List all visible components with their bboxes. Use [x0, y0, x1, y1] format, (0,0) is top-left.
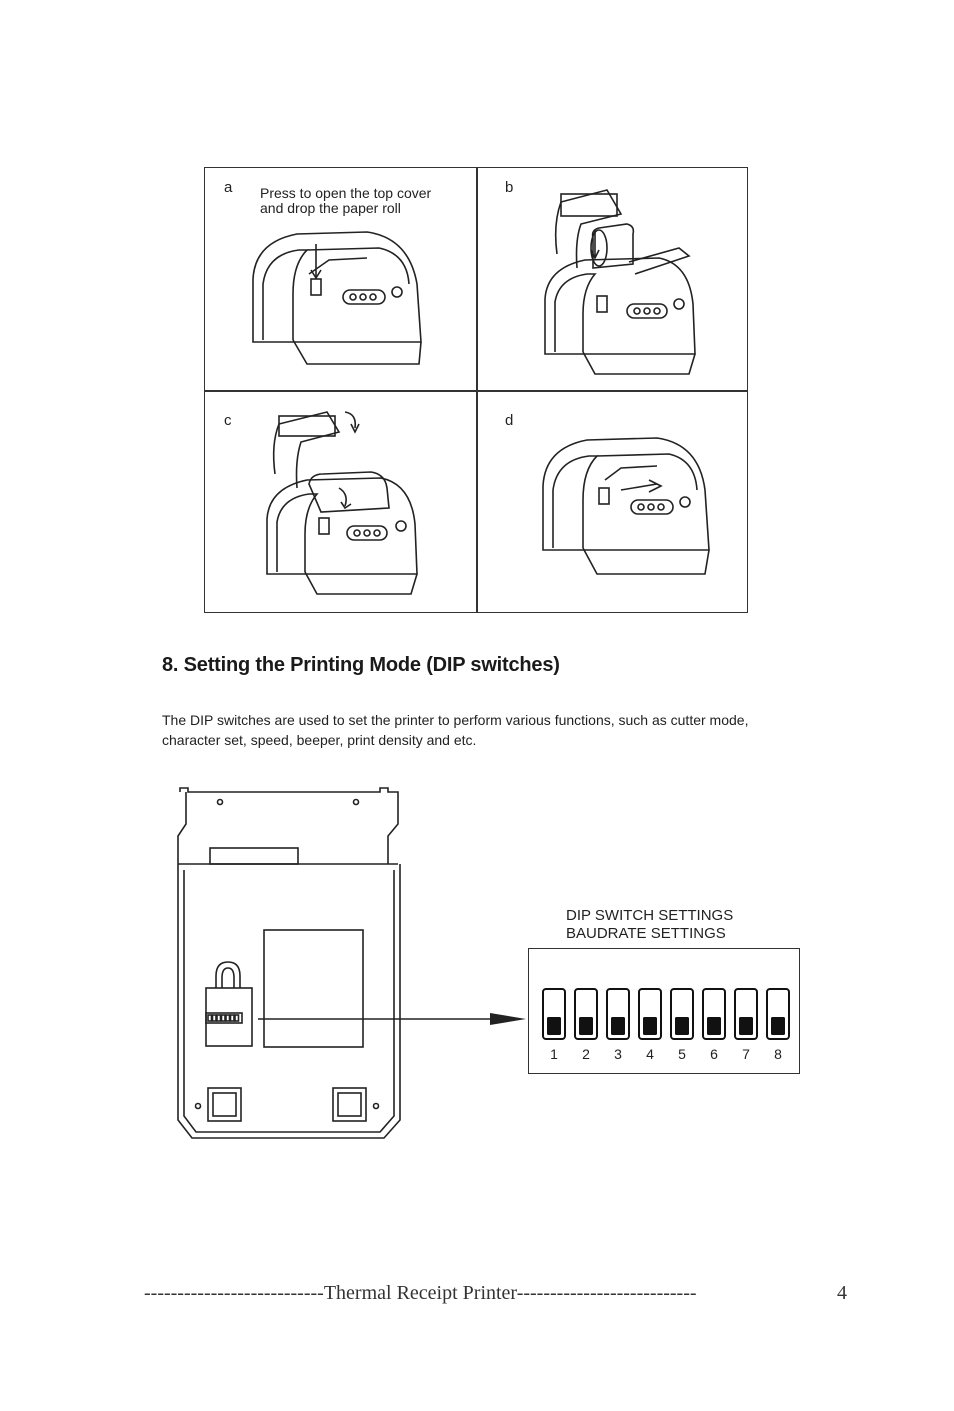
page-footer: ---------------------------Thermal Recei… — [144, 1282, 847, 1305]
dip-title-line2: BAUDRATE SETTINGS — [566, 925, 726, 942]
section-body: The DIP switches are used to set the pri… — [162, 710, 802, 750]
step-a-label: a — [224, 179, 233, 196]
printer-closed-press-illustration — [252, 231, 422, 365]
printer-open-paper-roll-illustration — [544, 189, 696, 375]
step-a-instruction: Press to open the top cover and drop the… — [260, 186, 431, 216]
footer-right-dashes: --------------------------- — [516, 1282, 697, 1304]
arrow-head-icon — [490, 1013, 526, 1025]
footer-title: Thermal Receipt Printer — [323, 1282, 517, 1304]
dip-switch-number-1: 1 — [550, 1046, 558, 1062]
dip-switch-graphic — [542, 988, 790, 1040]
step-b-label: b — [505, 179, 514, 196]
printer-feed-paper-illustration — [266, 411, 418, 595]
section-body-line1: The DIP switches are used to set the pri… — [162, 712, 749, 728]
step-a-instruction-line1: Press to open the top cover — [260, 185, 432, 201]
grid-divider-horizontal — [205, 390, 747, 392]
dip-switch-number-5: 5 — [678, 1046, 686, 1062]
dip-switch-number-8: 8 — [774, 1046, 782, 1062]
dip-switch-number-7: 7 — [742, 1046, 750, 1062]
footer-left-dashes: --------------------------- — [144, 1282, 324, 1304]
section-heading: 8. Setting the Printing Mode (DIP switch… — [162, 654, 560, 676]
paper-loading-figure: a Press to open the top cover and drop t… — [204, 167, 748, 613]
dip-switch-number-3: 3 — [614, 1046, 622, 1062]
dip-switch-number-6: 6 — [710, 1046, 718, 1062]
section-body-line2: character set, speed, beeper, print dens… — [162, 732, 477, 748]
dip-switch-panel: 1 2 3 4 5 6 7 8 — [528, 948, 800, 1074]
dip-title-line1: DIP SWITCH SETTINGS — [566, 907, 734, 924]
dip-titles: DIP SWITCH SETTINGS BAUDRATE SETTINGS — [566, 907, 733, 943]
step-a-instruction-line2: and drop the paper roll — [260, 200, 401, 216]
printer-bottom-view-illustration — [177, 787, 526, 1139]
printer-closed-paper-out-illustration — [542, 437, 710, 575]
page-number: 4 — [837, 1282, 847, 1304]
dip-switch-number-4: 4 — [646, 1046, 654, 1062]
step-d-label: d — [505, 412, 514, 429]
step-c-label: c — [224, 412, 232, 429]
dip-switch-number-2: 2 — [582, 1046, 590, 1062]
